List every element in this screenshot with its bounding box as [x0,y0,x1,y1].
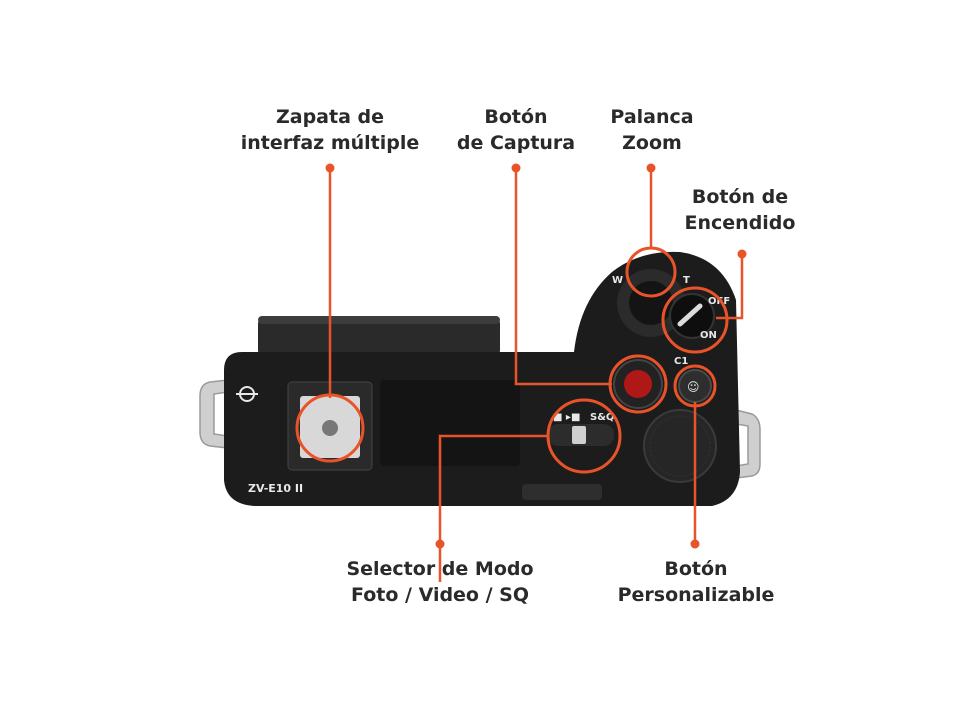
label-shutter: Botón de Captura [456,106,576,154]
svg-text:T: T [683,275,690,286]
svg-text:☺: ☺ [687,380,700,394]
speaker-grille [380,380,520,466]
highlight-circles [295,246,729,474]
callout-lines [328,168,744,582]
model-label: ZV-E10 II [248,482,303,495]
callout-dots [325,163,747,549]
label-hot-shoe: Zapata de interfaz múltiple [240,106,420,154]
control-dial [643,409,717,483]
svg-text:C1: C1 [674,356,688,367]
svg-text:S&Q: S&Q [590,412,614,423]
label-zoom: Palanca Zoom [610,106,694,154]
svg-text:ON: ON [700,330,717,341]
label-custom-button: Botón Personalizable [617,558,775,606]
label-mode-selector: Selector de Modo Foto / Video / SQ [346,558,534,606]
lens-mount [258,316,500,358]
svg-text:W: W [612,275,623,286]
svg-text:■ ▸■: ■ ▸■ [553,412,580,423]
label-power: Botón de Encendido [684,186,796,234]
left-strap-lug [199,379,229,449]
svg-text:OFF: OFF [708,296,730,307]
